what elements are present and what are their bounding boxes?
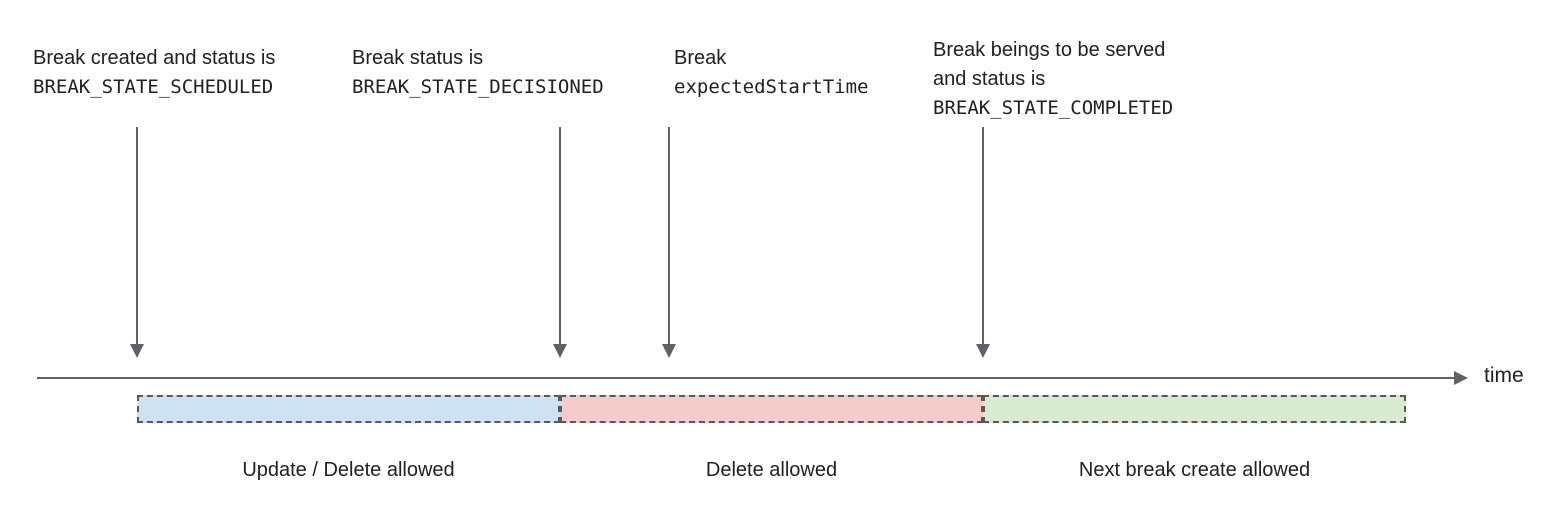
annotation-code-line: BREAK_STATE_DECISIONED bbox=[352, 76, 604, 98]
down-arrowhead-icon bbox=[662, 344, 676, 358]
time-axis-label: time bbox=[1484, 364, 1524, 387]
segment-delete-allowed bbox=[560, 395, 983, 423]
annotation-text-line: and status is bbox=[933, 68, 1046, 90]
annotation-break-completed: Break beings to be served and status is … bbox=[933, 36, 1173, 123]
annotation-text-line: Break bbox=[674, 47, 727, 69]
annotation-text-line: Break beings to be served bbox=[933, 39, 1166, 61]
segment-label: Delete allowed bbox=[705, 459, 838, 481]
segment-next-break-create-allowed bbox=[983, 395, 1406, 423]
annotation-code-line: expectedStartTime bbox=[674, 76, 869, 98]
down-arrowhead-icon bbox=[553, 344, 567, 358]
down-arrow-icon bbox=[668, 127, 670, 344]
down-arrowhead-icon bbox=[976, 344, 990, 358]
down-arrowhead-icon bbox=[130, 344, 144, 358]
annotation-code-line: BREAK_STATE_SCHEDULED bbox=[33, 76, 274, 98]
annotation-expected-start-time: Break expectedStartTime bbox=[674, 44, 868, 102]
down-arrow-icon bbox=[982, 127, 984, 344]
right-arrowhead-icon bbox=[1454, 371, 1468, 385]
segment-label: Update / Delete allowed bbox=[242, 459, 455, 481]
time-axis-line bbox=[37, 377, 1455, 379]
annotation-break-decisioned: Break status is BREAK_STATE_DECISIONED bbox=[352, 44, 604, 102]
segment-update-delete-allowed bbox=[137, 395, 560, 423]
annotation-text-line: Break status is bbox=[352, 47, 484, 69]
annotation-code-line: BREAK_STATE_COMPLETED bbox=[933, 97, 1174, 119]
annotation-break-scheduled: Break created and status is BREAK_STATE_… bbox=[33, 44, 275, 102]
annotation-text-line: Break created and status is bbox=[33, 47, 276, 69]
down-arrow-icon bbox=[559, 127, 561, 344]
down-arrow-icon bbox=[136, 127, 138, 344]
segment-label: Next break create allowed bbox=[1078, 459, 1311, 481]
